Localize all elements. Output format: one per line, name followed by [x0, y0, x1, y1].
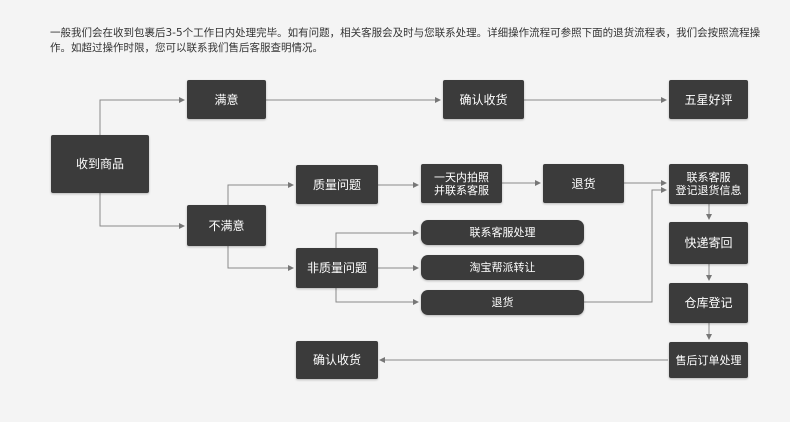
- node-return-small: 退货: [421, 290, 584, 315]
- node-quality-issue: 质量问题: [296, 165, 378, 204]
- node-photo-contact: 一天内拍照 并联系客服: [421, 164, 502, 203]
- node-received: 收到商品: [51, 135, 149, 193]
- node-photo-contact-label: 一天内拍照 并联系客服: [434, 170, 489, 197]
- node-quality-issue-label: 质量问题: [312, 177, 361, 192]
- node-confirm-receipt-bottom-label: 确认收货: [312, 353, 361, 367]
- node-warehouse-register-label: 仓库登记: [684, 296, 733, 310]
- node-confirm-receipt-top-label: 确认收货: [459, 92, 508, 107]
- connector-smallreturn-register: [584, 187, 667, 303]
- node-satisfied: 满意: [187, 80, 266, 119]
- node-unsatisfied-label: 不满意: [208, 218, 245, 233]
- node-contact-service-handle-label: 联系客服处理: [469, 225, 536, 239]
- node-non-quality-issue: 非质量问题: [296, 248, 378, 288]
- node-contact-service-handle: 联系客服处理: [421, 220, 584, 245]
- node-unsatisfied: 不满意: [187, 205, 266, 246]
- node-taobao-help-transfer-label: 淘宝帮派转让: [469, 260, 536, 274]
- connector-received-unsatisfied: [99, 193, 185, 229]
- node-contact-register-label: 联系客服 登记退货信息: [675, 171, 742, 197]
- node-received-label: 收到商品: [75, 157, 124, 171]
- connector-unsatisfied-nonquality: [227, 246, 294, 271]
- node-return-goods-label: 退货: [571, 176, 596, 191]
- node-after-sale-processing-label: 售后订单处理: [675, 353, 742, 367]
- connector-received-satisfied: [99, 97, 185, 135]
- node-return-small-label: 退货: [491, 295, 514, 309]
- node-five-star-label: 五星好评: [684, 92, 733, 107]
- node-five-star: 五星好评: [669, 80, 748, 119]
- node-non-quality-issue-label: 非质量问题: [306, 261, 367, 275]
- connector-nonquality-return: [335, 288, 419, 305]
- node-return-goods: 退货: [543, 164, 624, 203]
- node-contact-register: 联系客服 登记退货信息: [669, 164, 748, 204]
- node-after-sale-processing: 售后订单处理: [669, 342, 748, 378]
- node-satisfied-label: 满意: [214, 92, 239, 107]
- node-express-send-back: 快递寄回: [669, 222, 748, 264]
- node-confirm-receipt-top: 确认收货: [443, 80, 524, 119]
- connector-unsatisfied-quality: [227, 182, 294, 205]
- connector-nonquality-contact: [335, 230, 419, 248]
- node-taobao-help-transfer: 淘宝帮派转让: [421, 255, 584, 280]
- node-express-send-back-label: 快递寄回: [684, 236, 733, 250]
- node-confirm-receipt-bottom: 确认收货: [296, 341, 378, 379]
- node-warehouse-register: 仓库登记: [669, 283, 748, 323]
- intro-text: 一般我们会在收到包裹后3-5个工作日内处理完毕。如有问题，相关客服会及时与您联系…: [50, 27, 761, 54]
